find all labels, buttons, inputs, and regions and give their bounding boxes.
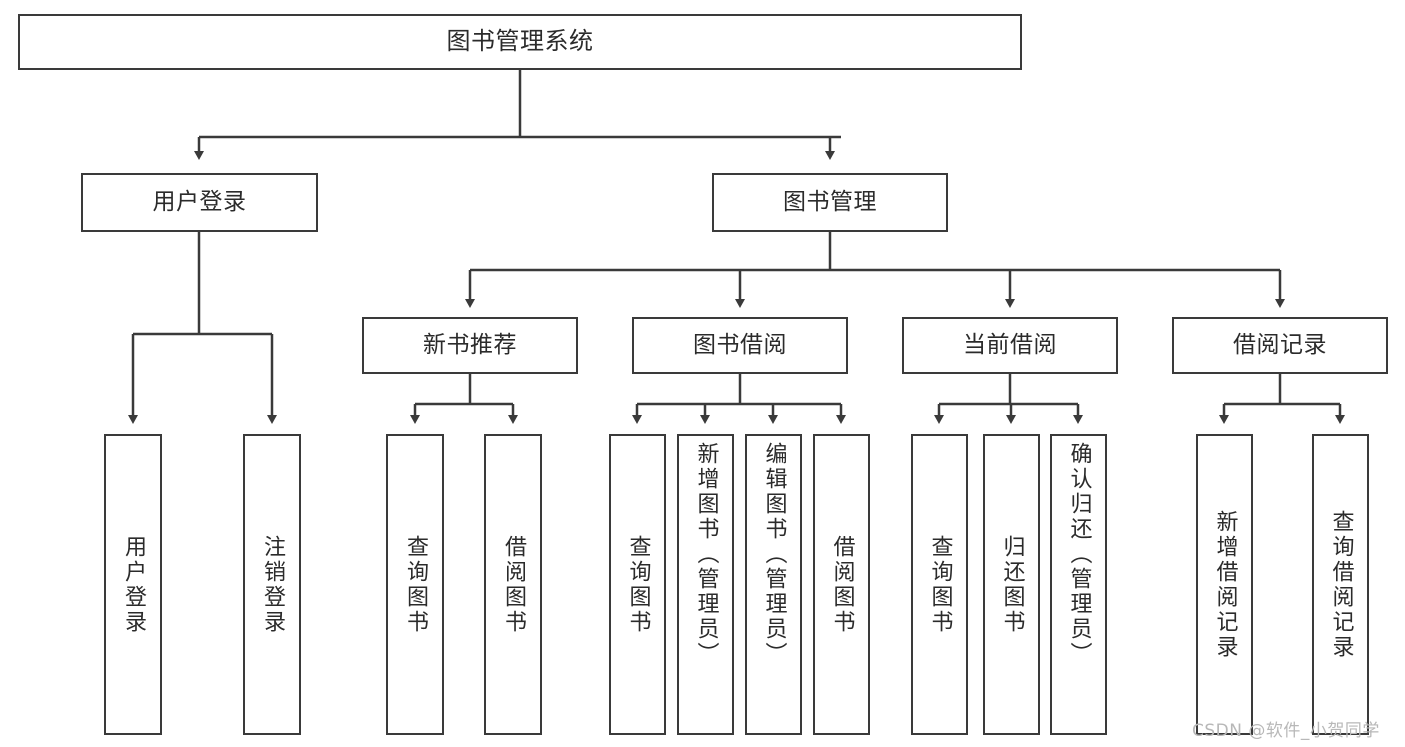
node-leaf-query-book-3[interactable]: 查询图书 — [911, 434, 968, 735]
node-leaf-borrow-book-1[interactable]: 借阅图书 — [484, 434, 542, 735]
node-leaf-add-book-label: 新增图书（管理员） — [693, 442, 719, 667]
node-book-management[interactable]: 图书管理 — [712, 173, 948, 232]
node-leaf-borrow-book-1-label: 借阅图书 — [501, 534, 526, 635]
node-current-borrow-label: 当前借阅 — [963, 332, 1057, 359]
node-leaf-borrow-book-2[interactable]: 借阅图书 — [813, 434, 870, 735]
node-leaf-query-book-2[interactable]: 查询图书 — [609, 434, 666, 735]
node-leaf-return-book-label: 归还图书 — [999, 534, 1025, 635]
node-leaf-add-book[interactable]: 新增图书（管理员） — [677, 434, 734, 735]
csdn-watermark: CSDN @软件_小贺同学 — [1192, 721, 1380, 741]
node-leaf-add-record-label: 新增借阅记录 — [1212, 509, 1238, 660]
node-leaf-confirm-return[interactable]: 确认归还（管理员） — [1050, 434, 1107, 735]
node-leaf-query-record[interactable]: 查询借阅记录 — [1312, 434, 1369, 735]
node-user-login-label: 用户登录 — [152, 189, 247, 216]
node-leaf-query-book-2-label: 查询图书 — [625, 534, 651, 635]
node-leaf-logout[interactable]: 注销登录 — [243, 434, 301, 735]
node-leaf-query-book-1-label: 查询图书 — [403, 534, 428, 635]
node-book-borrow[interactable]: 图书借阅 — [632, 317, 848, 374]
node-leaf-query-record-label: 查询借阅记录 — [1328, 509, 1354, 660]
node-leaf-query-book-3-label: 查询图书 — [927, 534, 953, 635]
node-book-borrow-label: 图书借阅 — [693, 332, 787, 359]
node-book-management-label: 图书管理 — [783, 189, 877, 216]
node-root[interactable]: 图书管理系统 — [18, 14, 1022, 70]
node-new-book-recommend-label: 新书推荐 — [423, 332, 517, 359]
node-root-label: 图书管理系统 — [446, 27, 594, 56]
node-borrow-record[interactable]: 借阅记录 — [1172, 317, 1388, 374]
node-current-borrow[interactable]: 当前借阅 — [902, 317, 1118, 374]
node-leaf-user-login[interactable]: 用户登录 — [104, 434, 162, 735]
node-leaf-borrow-book-2-label: 借阅图书 — [829, 534, 855, 635]
node-leaf-edit-book-label: 编辑图书（管理员） — [761, 442, 787, 667]
node-leaf-return-book[interactable]: 归还图书 — [983, 434, 1040, 735]
node-leaf-add-record[interactable]: 新增借阅记录 — [1196, 434, 1253, 735]
node-leaf-edit-book[interactable]: 编辑图书（管理员） — [745, 434, 802, 735]
node-leaf-user-login-label: 用户登录 — [121, 534, 146, 635]
node-user-login[interactable]: 用户登录 — [81, 173, 318, 232]
node-new-book-recommend[interactable]: 新书推荐 — [362, 317, 578, 374]
node-leaf-confirm-return-label: 确认归还（管理员） — [1066, 442, 1092, 667]
node-leaf-logout-label: 注销登录 — [260, 534, 285, 635]
node-leaf-query-book-1[interactable]: 查询图书 — [386, 434, 444, 735]
node-borrow-record-label: 借阅记录 — [1233, 332, 1327, 359]
